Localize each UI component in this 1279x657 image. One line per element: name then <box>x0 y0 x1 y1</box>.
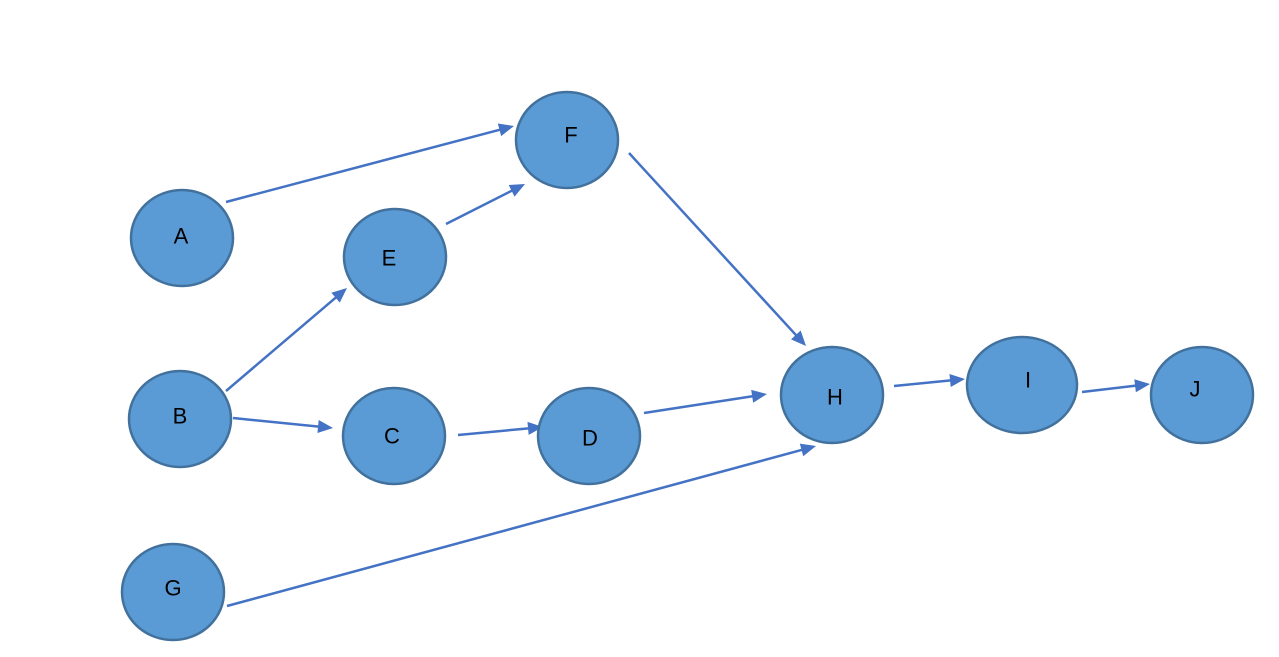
edge-b-e <box>225 288 347 392</box>
edge-line <box>232 416 321 428</box>
node-label: H <box>827 385 843 410</box>
arrow-head-icon <box>508 184 525 197</box>
arrow-head-icon <box>949 374 965 387</box>
node-label: F <box>564 123 577 148</box>
edge-line <box>1081 384 1138 394</box>
node-circle <box>129 188 235 288</box>
node-d: D <box>536 386 642 486</box>
node-i: I <box>965 335 1079 435</box>
node-b: B <box>127 369 233 469</box>
edge-g-h <box>226 443 816 608</box>
edge-f-h <box>628 152 806 346</box>
node-circle <box>536 386 642 486</box>
node-circle <box>514 90 620 190</box>
edge-line <box>643 394 755 415</box>
node-label: B <box>173 404 188 429</box>
edge-e-f <box>445 184 525 226</box>
node-label: A <box>174 224 189 249</box>
arrow-head-icon <box>1134 379 1150 393</box>
edge-line <box>893 379 953 388</box>
node-e: E <box>342 207 448 307</box>
node-circle <box>127 369 233 469</box>
edge-line <box>226 448 804 608</box>
arrow-head-icon <box>799 443 816 457</box>
arrow-head-icon <box>791 330 806 346</box>
node-circle <box>965 335 1079 435</box>
node-f: F <box>514 90 620 190</box>
node-label: D <box>582 426 598 451</box>
arrow-head-icon <box>331 288 347 303</box>
arrow-head-icon <box>497 123 514 137</box>
node-g: G <box>120 542 226 642</box>
edge-h-i <box>893 374 965 388</box>
node-label: J <box>1190 377 1201 402</box>
edge-c-d <box>457 421 543 437</box>
node-j: J <box>1149 345 1255 445</box>
node-h: H <box>779 345 885 445</box>
edge-i-j <box>1081 379 1150 394</box>
node-circle <box>341 386 447 486</box>
edge-line <box>628 152 799 338</box>
edge-b-c <box>232 416 333 433</box>
edge-line <box>457 426 531 437</box>
edge-line <box>445 188 514 226</box>
arrow-head-icon <box>527 421 543 435</box>
edges-layer <box>225 123 1150 608</box>
node-circle <box>779 345 885 445</box>
node-circle <box>120 542 226 642</box>
node-label: I <box>1025 368 1031 393</box>
node-a: A <box>129 188 235 288</box>
node-circle <box>1149 345 1255 445</box>
edge-line <box>225 128 502 204</box>
node-label: G <box>164 576 181 601</box>
edge-line <box>225 295 338 392</box>
node-c: C <box>341 386 447 486</box>
edge-a-f <box>225 123 514 204</box>
node-label: E <box>382 246 397 271</box>
edge-d-h <box>643 389 767 415</box>
arrow-head-icon <box>317 420 333 433</box>
node-label: C <box>384 424 400 449</box>
node-circle <box>342 207 448 307</box>
nodes-layer: A B C D E F G H I J <box>120 90 1255 642</box>
arrow-head-icon <box>751 389 767 403</box>
